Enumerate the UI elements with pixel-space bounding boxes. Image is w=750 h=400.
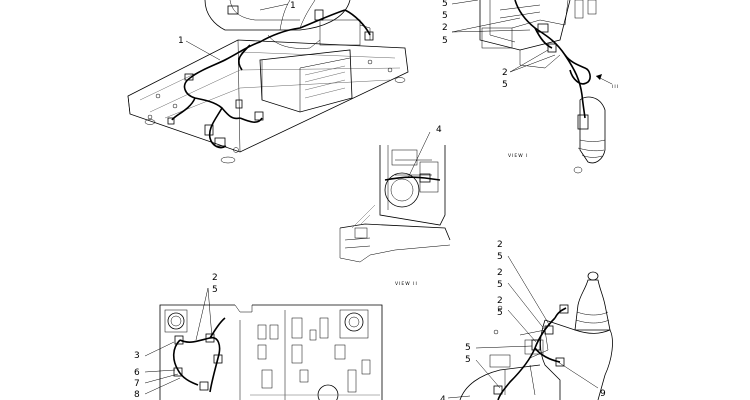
plan-view-plate: 2 5 3 6 7 8	[134, 273, 383, 400]
callout-5-top-b: 5	[442, 11, 448, 21]
callout-5-ped-d: 5	[465, 343, 471, 353]
callout-1: 1	[178, 36, 184, 46]
callout-6-plan: 6	[134, 368, 140, 378]
callout-5-ped-a: 5	[497, 252, 503, 262]
callout-5-ped-e: 5	[465, 355, 471, 365]
arrow-marker: III	[612, 84, 619, 90]
callout-2-plan: 2	[212, 273, 218, 283]
callout-5-lower: 5	[502, 80, 508, 90]
callout-5-top: 5	[442, 0, 448, 9]
callout-5-mid: 5	[442, 36, 448, 46]
callout-8-plan: 8	[134, 390, 140, 400]
callout-1-top: 1	[290, 1, 296, 11]
main-assembly-view: 1 1	[127, 0, 409, 164]
callout-2-ped-a: 2	[497, 240, 503, 250]
view-2-label: VIEW II	[395, 281, 418, 287]
callout-7-plan: 7	[134, 379, 140, 389]
callout-4-mid: 4	[436, 125, 442, 135]
callout-4-ped: 4	[440, 395, 446, 400]
callout-3-plan: 3	[134, 351, 140, 361]
callout-5-ped-c: 5	[497, 308, 503, 318]
view-1-label: VIEW I	[508, 153, 528, 159]
callout-9-ped: 9	[600, 389, 606, 399]
control-pedestal-view: 2 5 2 5 2 5 5 5 9 4	[440, 240, 613, 400]
callout-5-ped-b: 5	[497, 280, 503, 290]
view-2-detail: 4 VIEW II	[339, 125, 451, 287]
callout-2-lower: 2	[502, 68, 508, 78]
callout-2-ped-c: 2	[497, 296, 503, 306]
view-1-detail: III 5 2 5 2 5 VIEW I	[442, 0, 619, 174]
callout-5-plan: 5	[212, 285, 218, 295]
callout-2-mid: 2	[442, 23, 448, 33]
callout-2-ped-b: 2	[497, 268, 503, 278]
